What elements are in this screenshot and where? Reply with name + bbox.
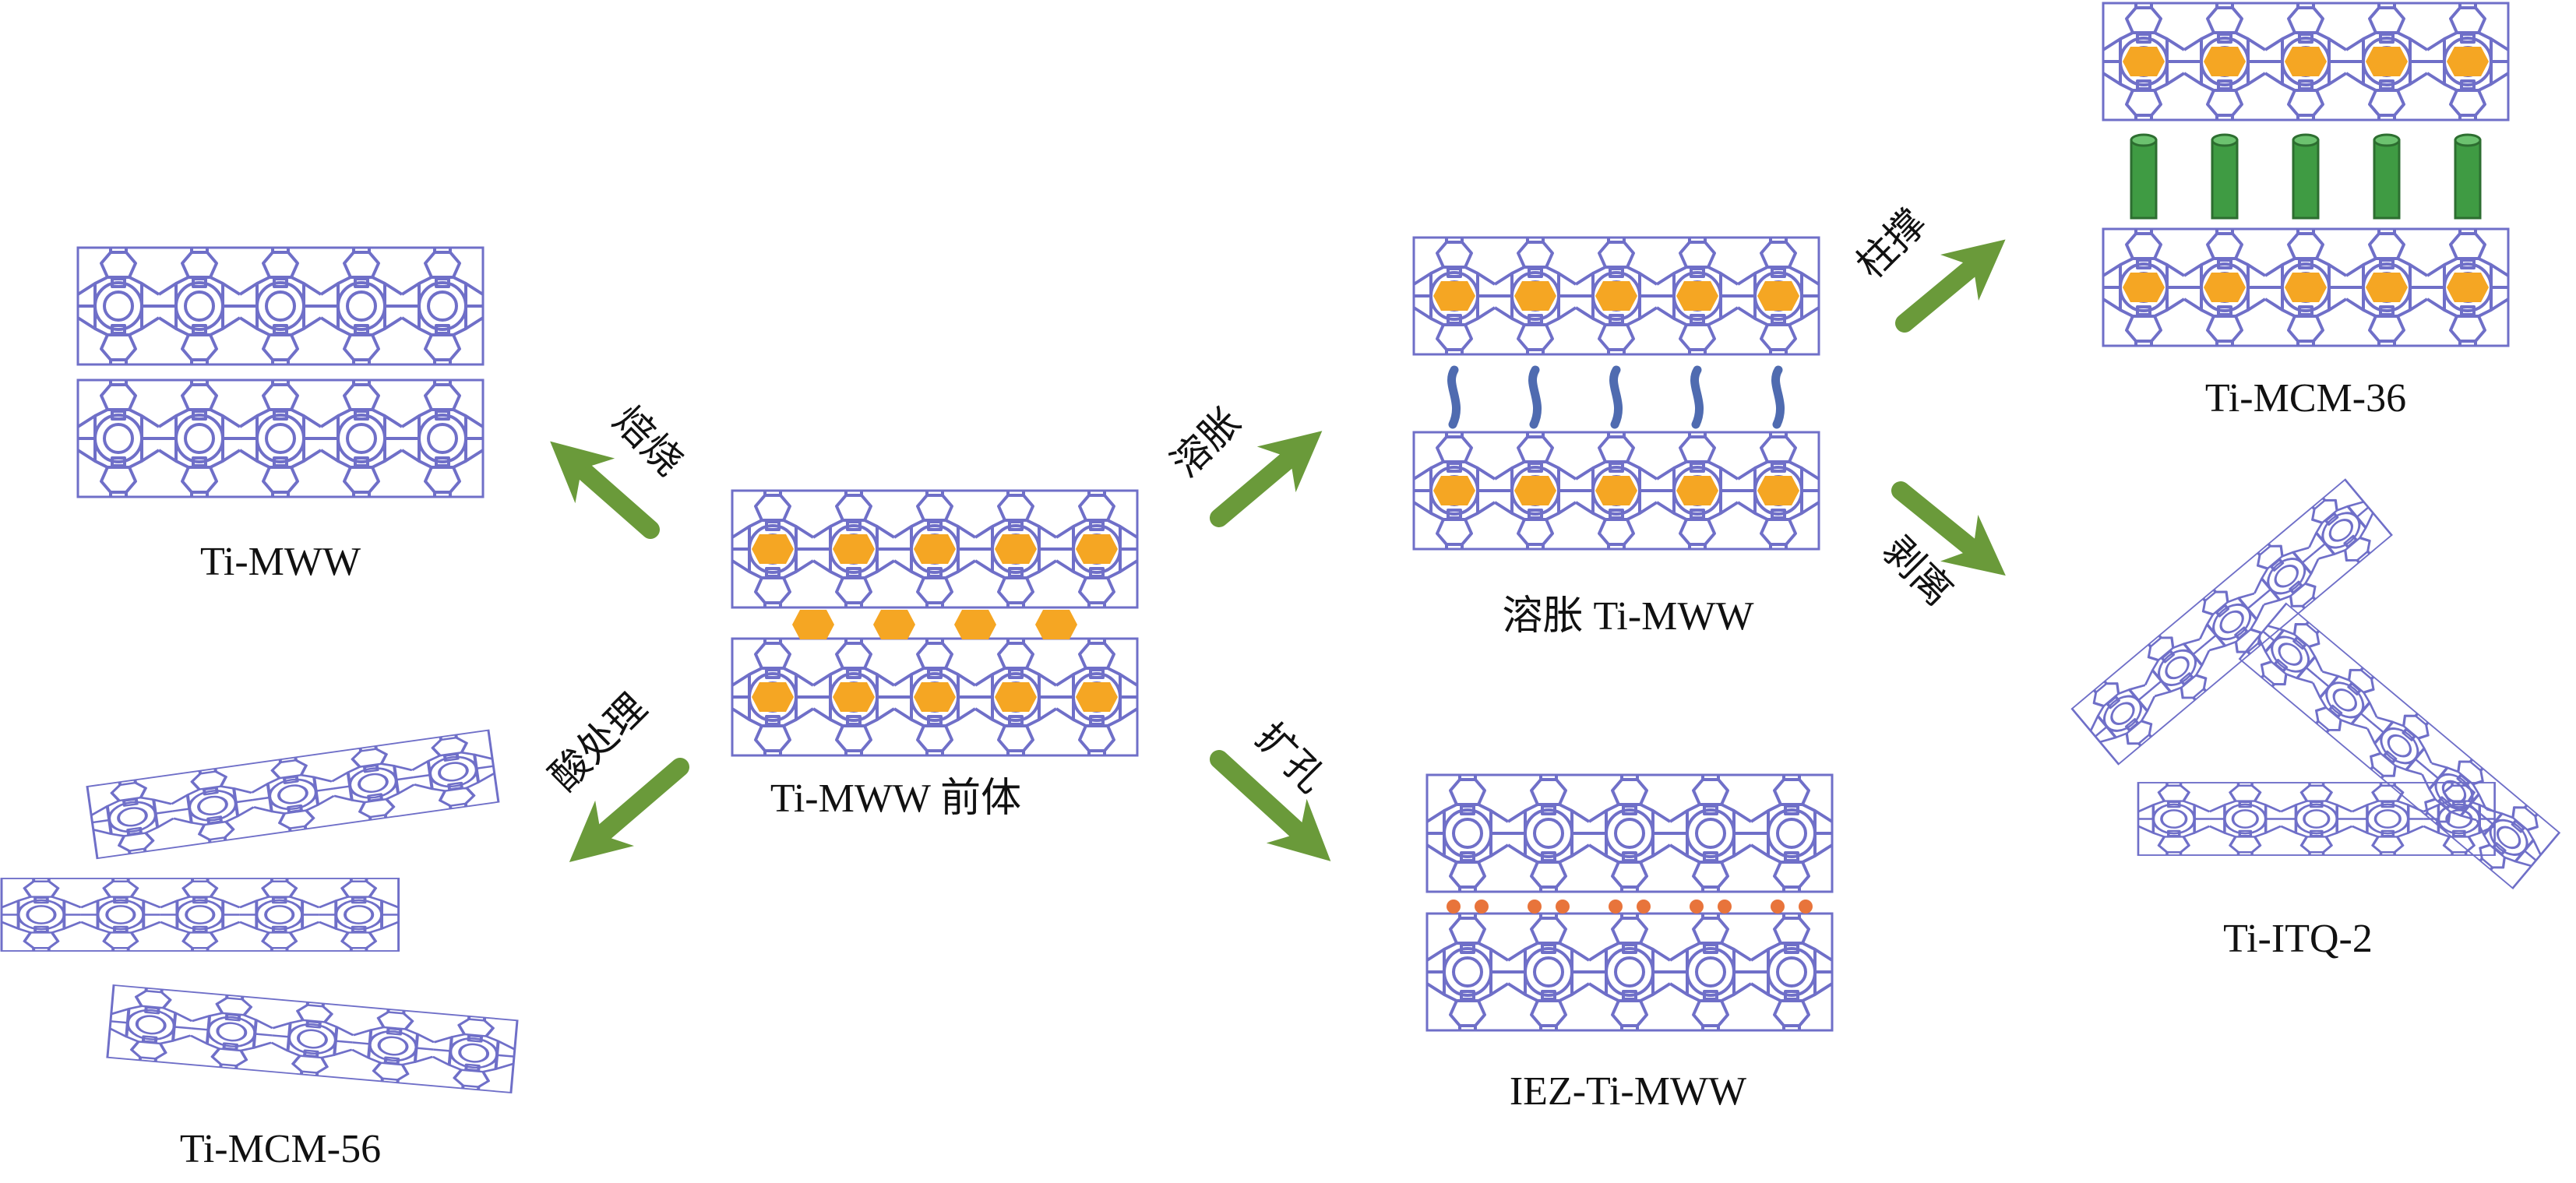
text-swelling: 溶胀 [1162,399,1249,486]
arrow-acid [592,767,680,843]
arrow-pillaring [1905,259,1982,323]
iez-structure [1427,775,1832,1030]
arrow-swelling [1219,450,1299,518]
label-swollen: 溶胀 Ti-MWW [1502,594,1753,639]
ti-mww-structure [78,248,483,497]
delaminated-structure [2072,480,2560,889]
label-ti-mcm-56: Ti-MCM-56 [180,1127,381,1171]
pillared-structure [2103,3,2508,346]
label-precursor: Ti-MWW 前体 [770,776,1021,821]
silylation-dots [1447,900,1813,914]
precursor-structure [732,491,1137,755]
text-calcination: 焙烧 [604,397,692,484]
label-iez-ti-mww: IEZ-Ti-MWW [1510,1069,1746,1114]
label-ti-itq-2: Ti-ITQ-2 [2223,917,2373,961]
label-ti-mcm-36: Ti-MCM-36 [2205,376,2406,421]
surfactant-chains [1452,370,1781,424]
swollen-structure [1414,238,1819,549]
arrow-calcination [573,461,650,530]
text-acid-treatment: 酸处理 [541,685,655,799]
silica-pillars [2131,135,2480,218]
label-ti-mww: Ti-MWW [200,540,361,584]
text-pillaring: 柱撑 [1848,200,1935,287]
ti-mcm-56-structure [2,731,517,1093]
interlayer-template [792,610,1077,639]
